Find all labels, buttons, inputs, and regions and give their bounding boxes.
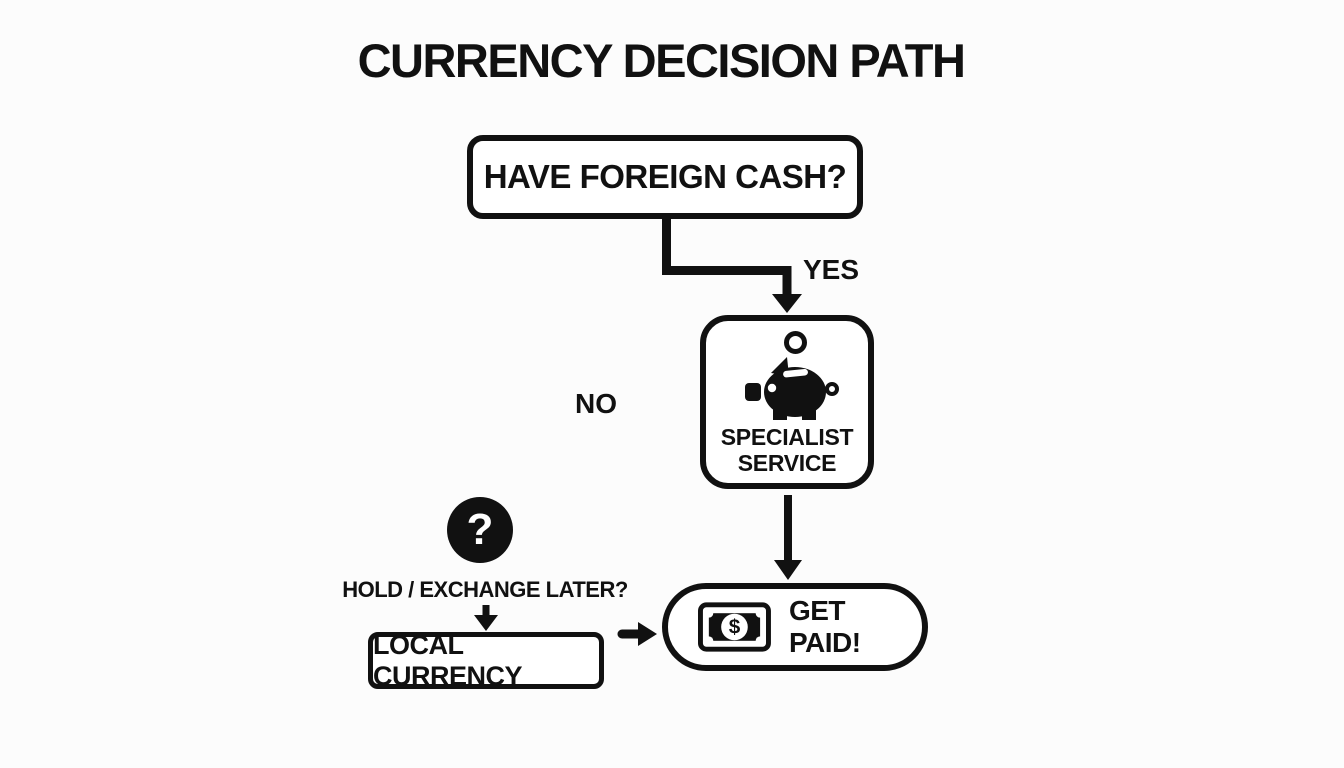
specialist-service-node: SPECIALIST SERVICE — [700, 315, 874, 489]
no-branch-label: NO — [575, 388, 617, 419]
get-paid-label: GET PAID! — [788, 595, 861, 658]
coin-icon — [783, 331, 807, 354]
dollar-sign: $ — [729, 616, 741, 639]
hold-exchange-prompt: HOLD / EXCHANGE LATER? — [342, 577, 628, 602]
yes-connector-line — [662, 216, 792, 296]
specialist-service-label: SPECIALIST SERVICE — [720, 424, 854, 476]
specialist-to-paid-arrowhead — [774, 560, 802, 580]
yes-branch-label: YES — [803, 254, 860, 285]
specialist-label-line2: SERVICE — [737, 450, 837, 476]
yes-arrowhead — [772, 294, 802, 313]
local-to-paid-arrowhead — [638, 622, 657, 646]
specialist-label-line1: SPECIALIST — [720, 424, 854, 450]
have-foreign-cash-node: HAVE FOREIGN CASH? — [467, 135, 863, 219]
question-mark-icon: ? — [447, 497, 513, 563]
get-paid-node: $ GET PAID! — [662, 583, 928, 671]
local-currency-label: LOCAL CURRENCY — [373, 629, 523, 691]
piggy-bank-icon — [745, 357, 839, 420]
dollar-bill-icon: $ — [698, 602, 771, 652]
question-mark-glyph: ? — [466, 505, 494, 554]
page-title: CURRENCY DECISION PATH — [357, 34, 966, 87]
local-currency-node: LOCAL CURRENCY — [368, 629, 604, 691]
have-foreign-cash-label: HAVE FOREIGN CASH? — [483, 158, 847, 195]
